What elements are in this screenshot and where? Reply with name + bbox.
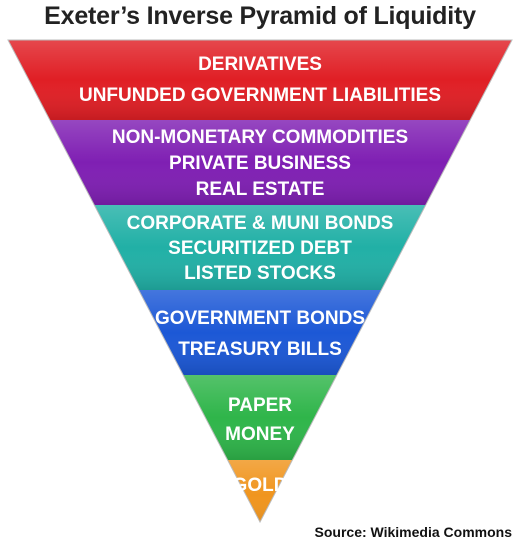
layer-bonds-stocks-label: SECURITIZED DEBT <box>168 238 352 259</box>
diagram-title: Exeter’s Inverse Pyramid of Liquidity <box>44 2 476 30</box>
layer-derivatives <box>8 40 512 120</box>
layer-paper-money-label: MONEY <box>225 424 295 445</box>
layer-commodities-label: PRIVATE BUSINESS <box>169 153 351 174</box>
layer-commodities <box>8 120 512 205</box>
layer-commodities-label: NON-MONETARY COMMODITIES <box>112 127 408 148</box>
layer-paper-money-label: PAPER <box>228 395 292 416</box>
layer-derivatives-label: DERIVATIVES <box>198 54 322 75</box>
layer-derivatives-label: UNFUNDED GOVERNMENT LIABILITIES <box>79 85 441 106</box>
layer-government-label: TREASURY BILLS <box>178 339 342 360</box>
source-credit: Source: Wikimedia Commons <box>314 524 512 540</box>
layer-government <box>8 290 512 375</box>
layer-gold-label: GOLD <box>233 475 288 496</box>
layer-bonds-stocks-label: LISTED STOCKS <box>184 263 336 284</box>
layer-paper-money <box>8 375 512 460</box>
layer-government-label: GOVERNMENT BONDS <box>155 308 365 329</box>
layer-bonds-stocks-label: CORPORATE & MUNI BONDS <box>127 213 394 234</box>
layer-commodities-label: REAL ESTATE <box>196 179 325 200</box>
